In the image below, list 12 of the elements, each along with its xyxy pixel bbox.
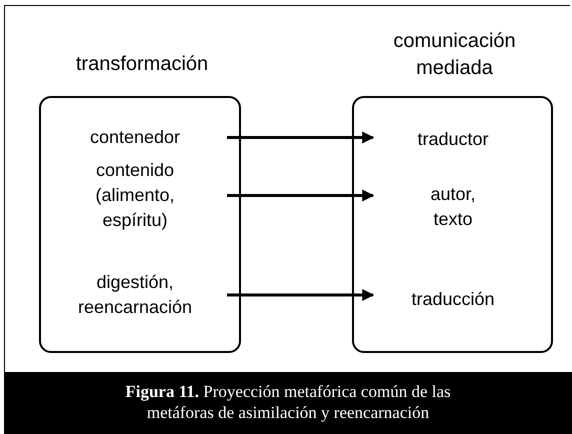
concept-label: digestión, reencarnación	[41, 270, 229, 320]
group-heading: comunicación mediada	[392, 29, 517, 81]
concept-label: contenido (alimento, espíritu)	[41, 158, 229, 233]
concept-label: traductor	[372, 127, 534, 152]
arrow	[227, 132, 374, 144]
arrow	[227, 190, 374, 202]
concept-label: contenedor	[41, 125, 229, 150]
group-heading: transformación	[74, 52, 210, 77]
figure-caption: Figura 11. Proyección metafórica común de las metáforas de asimilación y reencarnación	[124, 381, 452, 423]
concept-label: autor, texto	[372, 182, 534, 232]
arrow	[227, 289, 374, 301]
concept-label: traducción	[372, 287, 534, 312]
